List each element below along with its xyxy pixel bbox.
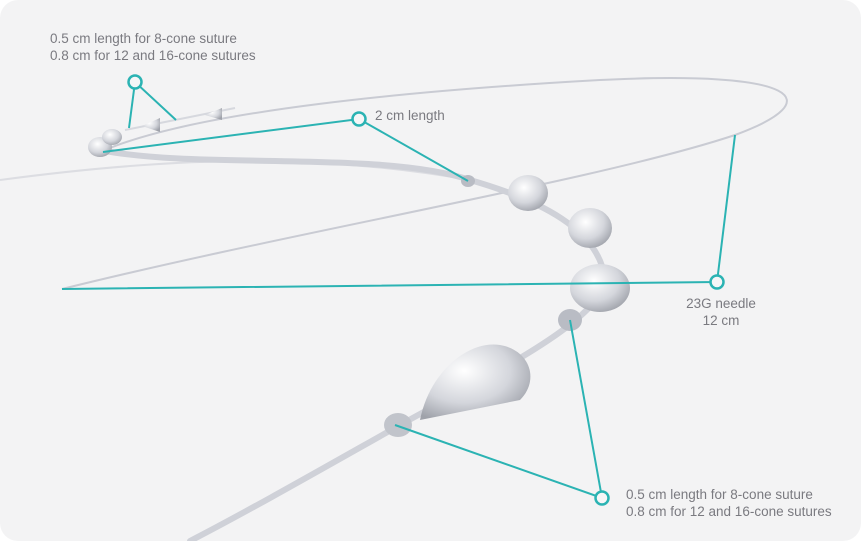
callout-text: 0.8 cm for 12 and 16-cone sutures	[626, 504, 832, 519]
cone	[570, 264, 630, 312]
cone	[420, 344, 531, 420]
callout-label-cone-spacing: 0.5 cm length for 8-cone suture 0.8 cm f…	[626, 486, 832, 520]
callout-text: 0.5 cm length for 8-cone suture	[50, 31, 237, 46]
callout-label-end-cones: 0.5 cm length for 8-cone suture 0.8 cm f…	[50, 30, 256, 64]
cone	[568, 208, 612, 248]
callout-text: 0.5 cm length for 8-cone suture	[626, 487, 813, 502]
cone	[508, 175, 548, 211]
cone	[205, 108, 222, 120]
callout-marker	[127, 74, 143, 90]
callout-text: 23G needle	[686, 296, 756, 311]
callout-text: 12 cm	[702, 313, 740, 328]
cone	[142, 118, 160, 132]
cone	[102, 129, 122, 145]
callout-label-length: 2 cm length	[375, 107, 445, 124]
callout-text: 2 cm length	[375, 108, 445, 123]
callout-text: 0.8 cm for 12 and 16-cone sutures	[50, 48, 256, 63]
callout-label-needle: 23G needle 12 cm	[676, 295, 766, 329]
callout-marker	[351, 111, 367, 127]
needle	[61, 77, 788, 290]
callout-marker	[594, 490, 610, 506]
callout-marker	[709, 274, 725, 290]
